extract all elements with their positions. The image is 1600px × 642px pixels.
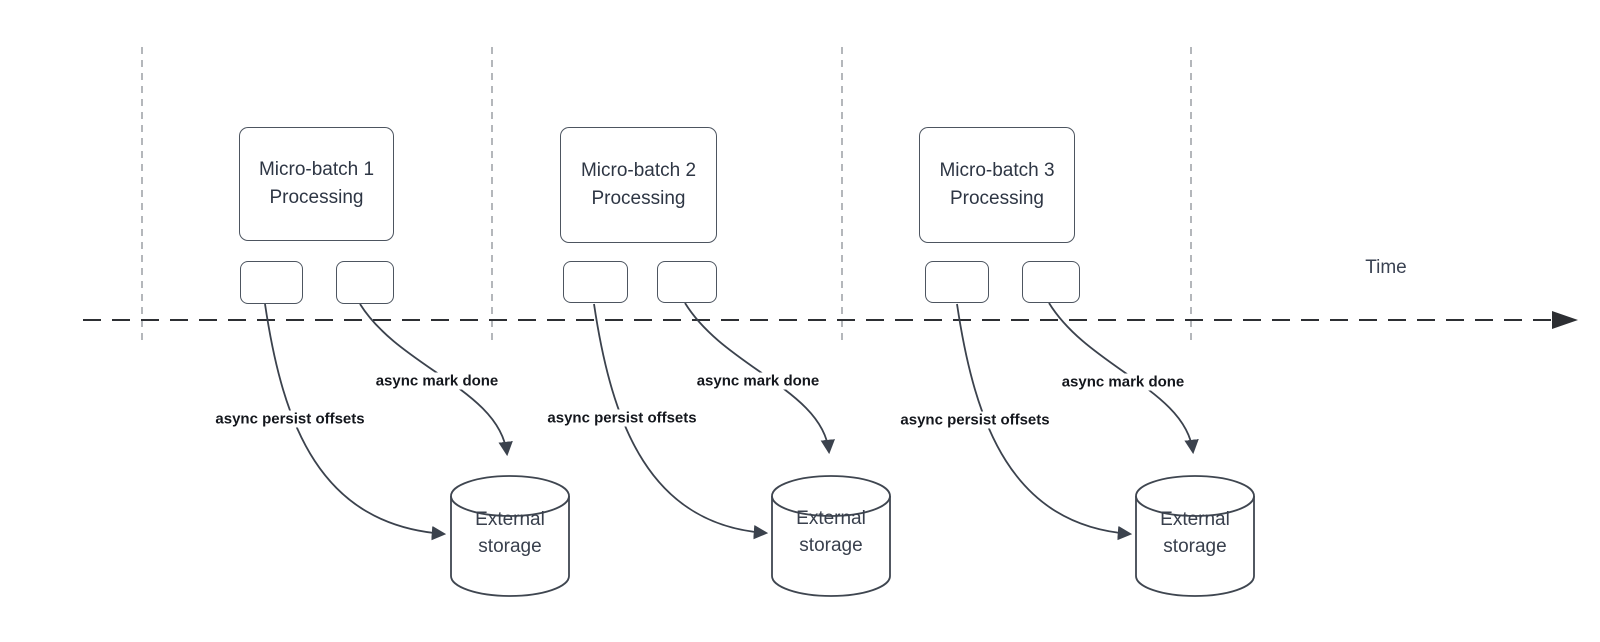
group-3-persist-offsets-label: async persist offsets bbox=[897, 411, 1053, 429]
group-2-persist-offsets-label: async persist offsets bbox=[544, 409, 700, 427]
group-3-mark-done-label: async mark done bbox=[1058, 373, 1188, 391]
microbatch-3-processing-label: Micro-batch 3 Processing bbox=[939, 160, 1055, 209]
group-1-mark-done-source-box bbox=[336, 261, 394, 304]
group-3-persist-offsets-arrow bbox=[956, 303, 1133, 541]
external-storage-cylinder-2 bbox=[771, 475, 891, 597]
group-1-persist-offsets-label: async persist offsets bbox=[212, 410, 368, 428]
external-storage-cylinder-3 bbox=[1135, 475, 1255, 597]
external-storage-label-1: External storage bbox=[475, 509, 545, 557]
time-axis-label: Time bbox=[1365, 257, 1407, 278]
group-3-persist-source-box bbox=[925, 261, 989, 303]
external-storage-cylinder-1 bbox=[450, 475, 570, 597]
external-storage-label-3: External storage bbox=[1160, 509, 1230, 557]
time-axis-arrowhead-icon bbox=[1552, 311, 1578, 329]
external-storage-label-2: External storage bbox=[796, 508, 866, 556]
microbatch-1-processing-box: Micro-batch 1 Processing bbox=[239, 127, 394, 241]
group-1-persist-source-box bbox=[240, 261, 303, 304]
group-2-persist-source-box bbox=[563, 261, 628, 303]
group-1-persist-offsets-arrow bbox=[264, 303, 447, 541]
group-2-persist-offsets-arrow bbox=[593, 303, 769, 540]
microbatch-1-processing-label: Micro-batch 1 Processing bbox=[258, 159, 375, 208]
group-3-mark-done-source-box bbox=[1022, 261, 1080, 303]
group-2-mark-done-source-box bbox=[657, 261, 717, 303]
group-2-mark-done-label: async mark done bbox=[693, 372, 823, 390]
microbatch-2-processing-label: Micro-batch 2 Processing bbox=[580, 160, 697, 209]
microbatch-3-processing-box: Micro-batch 3 Processing bbox=[919, 127, 1075, 243]
microbatch-2-processing-box: Micro-batch 2 Processing bbox=[560, 127, 717, 243]
group-1-mark-done-label: async mark done bbox=[372, 372, 502, 390]
